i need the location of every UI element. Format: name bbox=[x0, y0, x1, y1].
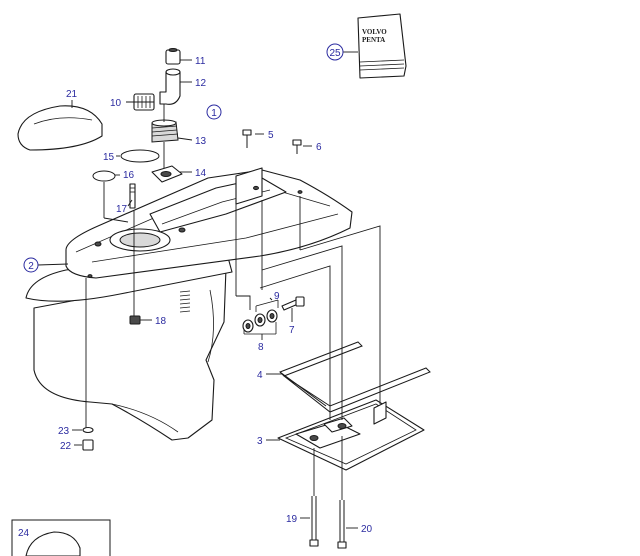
bolt-short bbox=[292, 139, 302, 154]
callout-18: 18 bbox=[155, 316, 167, 327]
logo-penta: PENTA bbox=[362, 36, 385, 44]
top-cover bbox=[17, 105, 103, 151]
inset-box bbox=[11, 519, 111, 556]
callout-15: 15 bbox=[103, 152, 115, 163]
callout-4: 4 bbox=[257, 370, 263, 381]
callout-2: 2 bbox=[28, 261, 34, 272]
callout-20: 20 bbox=[361, 524, 373, 535]
washer bbox=[82, 426, 94, 434]
guide-lines bbox=[85, 104, 381, 500]
callout-17: 17 bbox=[116, 204, 128, 215]
callout-13: 13 bbox=[195, 136, 207, 147]
callout-9: 9 bbox=[274, 291, 280, 302]
screw bbox=[281, 296, 305, 311]
callout-circle-1 bbox=[206, 104, 222, 120]
washer-set bbox=[242, 299, 279, 335]
bolt-long bbox=[242, 129, 252, 148]
bolt-20 bbox=[337, 500, 347, 549]
callout-leaders bbox=[37, 51, 358, 529]
callout-labels: 1 2 3 4 5 6 7 8 9 10 11 12 13 14 15 16 1… bbox=[18, 43, 373, 539]
callout-24: 24 bbox=[18, 528, 30, 539]
callout-5: 5 bbox=[268, 130, 274, 141]
callout-7: 7 bbox=[289, 325, 295, 336]
logo-volvo: VOLVO bbox=[362, 28, 387, 36]
callout-11: 11 bbox=[195, 56, 206, 67]
callout-12: 12 bbox=[195, 78, 207, 89]
o-ring-small bbox=[92, 170, 116, 182]
gear-housing bbox=[25, 167, 353, 441]
callout-circle-25 bbox=[326, 43, 344, 61]
bellows bbox=[151, 119, 179, 143]
callout-10: 10 bbox=[110, 98, 122, 109]
callout-3: 3 bbox=[257, 436, 263, 447]
vent-slots bbox=[179, 290, 191, 313]
callout-16: 16 bbox=[123, 170, 135, 181]
callout-21: 21 bbox=[66, 89, 78, 100]
callout-22: 22 bbox=[60, 441, 72, 452]
callout-23: 23 bbox=[58, 426, 70, 437]
hose-elbow bbox=[159, 68, 181, 105]
drain-plug bbox=[129, 315, 141, 325]
callout-6: 6 bbox=[316, 142, 322, 153]
kit-box: VOLVO PENTA bbox=[357, 13, 407, 79]
stud bbox=[129, 183, 136, 209]
callout-1: 1 bbox=[211, 108, 217, 119]
o-ring-large bbox=[120, 149, 160, 163]
seal-plate bbox=[151, 165, 183, 183]
gasket bbox=[279, 341, 431, 413]
callout-8: 8 bbox=[258, 342, 264, 353]
callout-25: 25 bbox=[329, 48, 341, 59]
cover-plate bbox=[277, 399, 425, 471]
callout-19: 19 bbox=[286, 514, 298, 525]
callout-14: 14 bbox=[195, 168, 207, 179]
nipple bbox=[165, 48, 181, 65]
nut bbox=[82, 439, 94, 451]
bolt-19 bbox=[309, 496, 319, 547]
callout-circle-2 bbox=[23, 257, 39, 273]
